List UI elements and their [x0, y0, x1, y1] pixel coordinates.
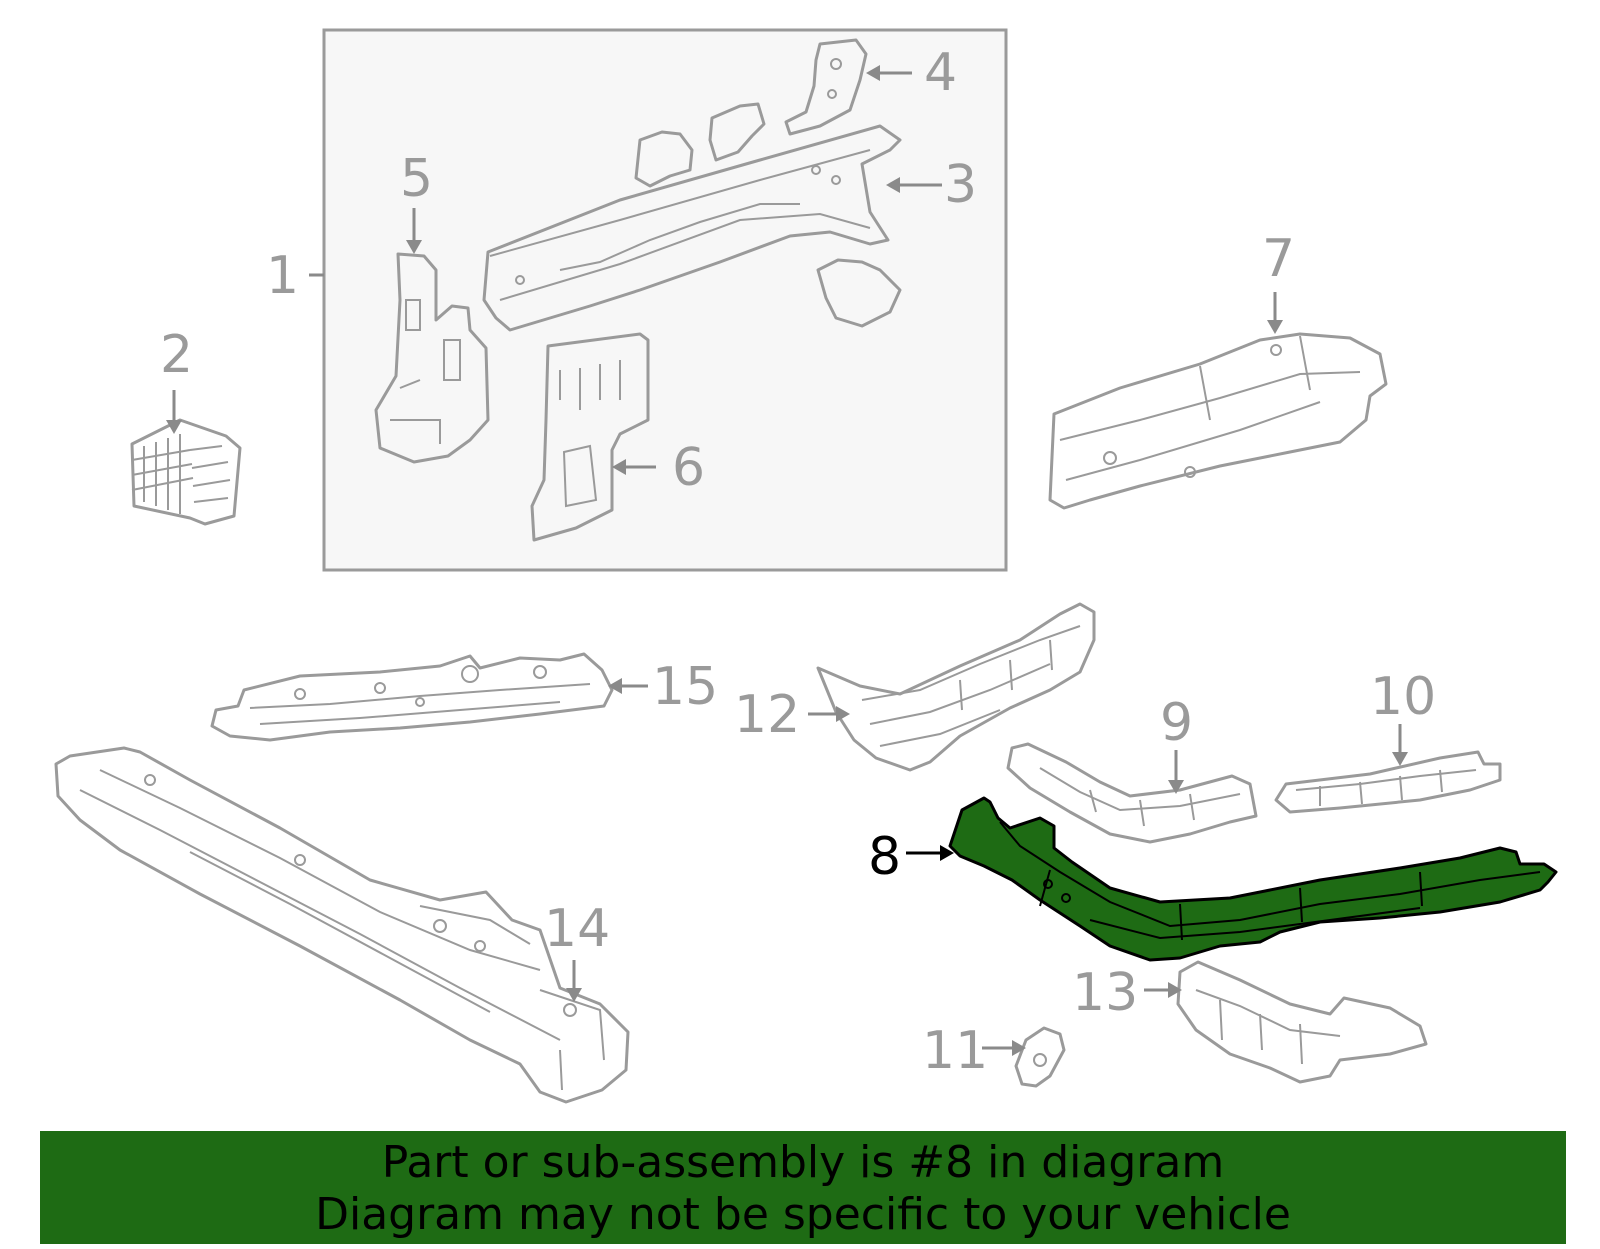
- callout-11: 11: [922, 1021, 988, 1081]
- callout-14: 14: [544, 899, 610, 959]
- part-8-shape[interactable]: [948, 796, 1558, 962]
- part-8-highlight[interactable]: [948, 796, 1558, 962]
- part-13-shape: [1176, 960, 1428, 1084]
- callout-1: 1: [266, 246, 299, 306]
- part-14-shape: [54, 746, 630, 1104]
- part-6-shape: [530, 332, 650, 542]
- callout-3: 3: [944, 155, 977, 215]
- callout-5: 5: [400, 149, 433, 209]
- info-banner: Part or sub-assembly is #8 in diagram Di…: [40, 1131, 1566, 1244]
- callout-4: 4: [924, 43, 957, 103]
- callout-labels: 1 2 3 4 5 6 7 8 9 10 11 12 13 14 15: [160, 43, 1436, 1081]
- part-15-shape: [210, 652, 614, 742]
- callout-10: 10: [1370, 667, 1436, 727]
- part-12-shape: [816, 602, 1096, 772]
- banner-line-1: Part or sub-assembly is #8 in diagram: [381, 1137, 1225, 1188]
- callout-2: 2: [160, 325, 193, 385]
- leader-lines: [166, 65, 1408, 1056]
- part-7-shape: [1048, 332, 1388, 510]
- callout-9: 9: [1160, 693, 1193, 753]
- banner-line-2: Diagram may not be specific to your vehi…: [315, 1189, 1291, 1240]
- part-9-shape: [1006, 742, 1258, 844]
- part-11-shape: [1014, 1026, 1066, 1088]
- callout-13: 13: [1072, 963, 1138, 1023]
- part-3-shape: [482, 124, 902, 332]
- part-5-shape: [374, 252, 490, 464]
- assembly-box: [322, 28, 1008, 572]
- bracket-shapes: [634, 102, 902, 328]
- callout-15: 15: [652, 657, 718, 717]
- callout-8[interactable]: 8: [868, 827, 901, 887]
- part-10-shape: [1274, 750, 1502, 814]
- callout-6: 6: [672, 438, 705, 498]
- part-4-shape: [784, 38, 868, 136]
- callout-12: 12: [734, 685, 800, 745]
- part-2-shape: [130, 418, 242, 526]
- callout-7: 7: [1262, 229, 1295, 289]
